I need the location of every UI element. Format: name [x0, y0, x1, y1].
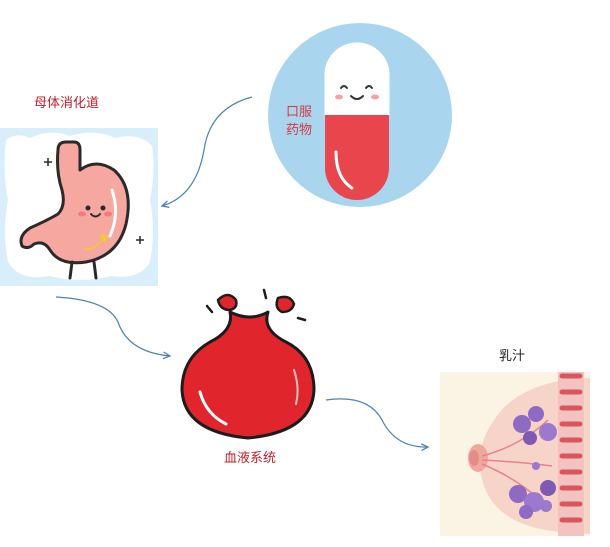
blood-drop-icon	[180, 288, 316, 440]
label-maternal-gi: 母体消化道	[34, 96, 100, 111]
arrow-blood-to-milk	[325, 398, 428, 447]
label-oral-drug: 口服 药物	[284, 104, 314, 140]
stomach-icon	[0, 128, 158, 286]
label-breast-milk: 乳汁	[499, 349, 526, 364]
label-bloodstream: 血液系统	[224, 451, 277, 466]
label-oral-drug-line2: 药物	[285, 123, 312, 138]
label-oral-drug-line1: 口服	[285, 105, 312, 120]
capsule-pill-icon	[268, 23, 452, 207]
arrow-stomach-to-blood	[55, 296, 170, 356]
arrow-pill-to-stomach	[162, 96, 253, 206]
breast-anatomy-icon	[440, 372, 590, 536]
